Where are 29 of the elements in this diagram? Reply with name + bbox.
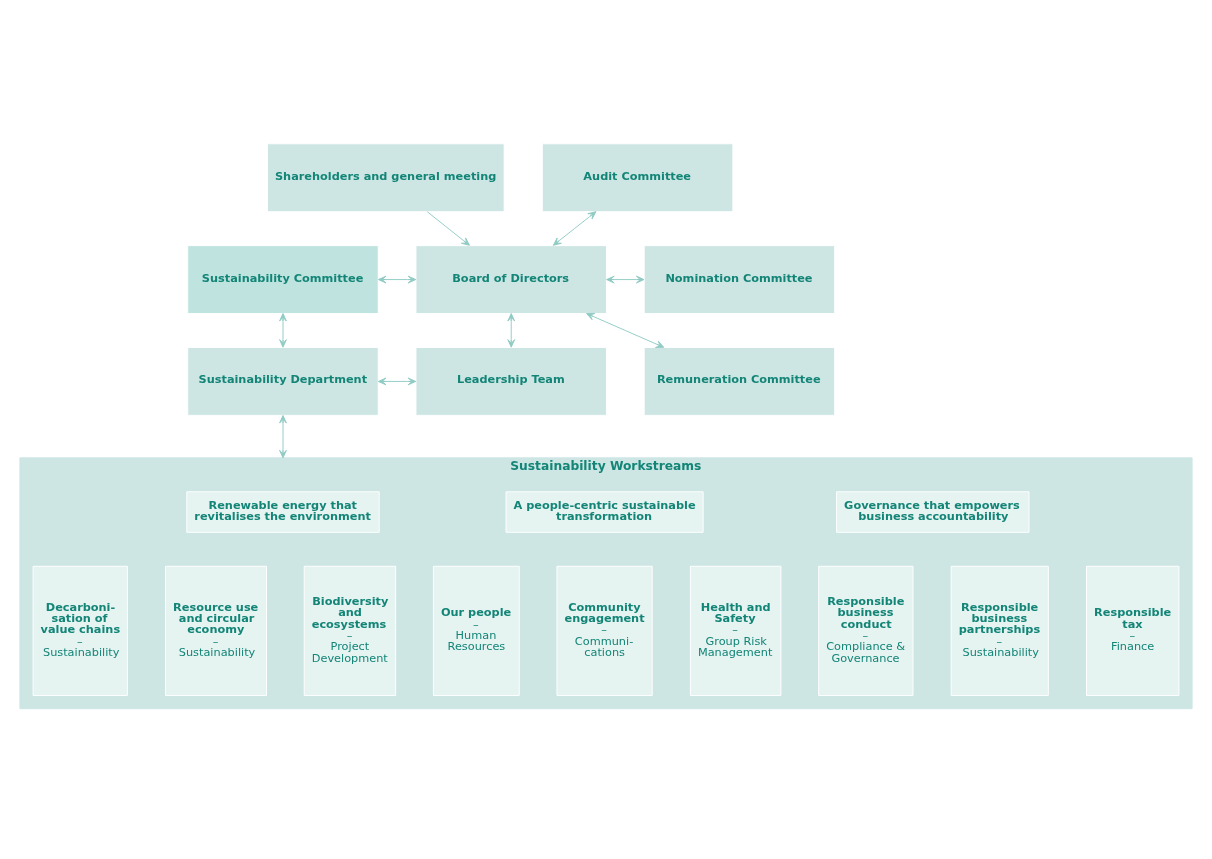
node-box: Health and Safety – Group Risk Management xyxy=(689,565,782,696)
node-box: Resource use and circular economy – Sustainability xyxy=(165,565,267,696)
node-box: Leadership Team xyxy=(415,346,607,416)
arrow xyxy=(279,414,287,458)
node-box: Decarboni- sation of value chains – Sustainability xyxy=(32,565,128,696)
arrow xyxy=(552,210,597,246)
arrow xyxy=(279,312,287,348)
arrow xyxy=(586,312,665,348)
node-box: Renewable energy that revitalises the environment xyxy=(186,490,380,533)
node-box: Responsible business partnerships – Sustainability xyxy=(950,565,1049,696)
node-box: Board of Directors xyxy=(415,244,607,314)
arrow xyxy=(426,210,470,246)
arrow xyxy=(377,377,417,385)
node-box: Nomination Committee xyxy=(643,244,836,314)
node-box: Our people – Human Resources xyxy=(432,565,520,696)
node-box: Sustainability Committee xyxy=(187,244,379,314)
node-box: Biodiversity and ecosystems – Project Development xyxy=(303,565,397,696)
node-box: Shareholders and general meeting xyxy=(266,142,505,212)
node-box: A people-centric sustainable transformation xyxy=(505,490,704,533)
arrow xyxy=(377,275,417,283)
node-box: Community engagement – Communi- cations xyxy=(556,565,653,696)
node-box: Sustainability Department xyxy=(187,346,379,416)
node-box: Audit Committee xyxy=(541,142,734,212)
arrow xyxy=(507,312,516,348)
node-box: Remuneration Committee xyxy=(643,346,836,416)
node-box: Responsible business conduct – Compliance & Governance xyxy=(818,565,914,696)
node-box: Governance that empowers business accountability xyxy=(836,490,1030,533)
arrow xyxy=(606,275,645,283)
node-box: Responsible tax – Finance xyxy=(1086,565,1180,696)
